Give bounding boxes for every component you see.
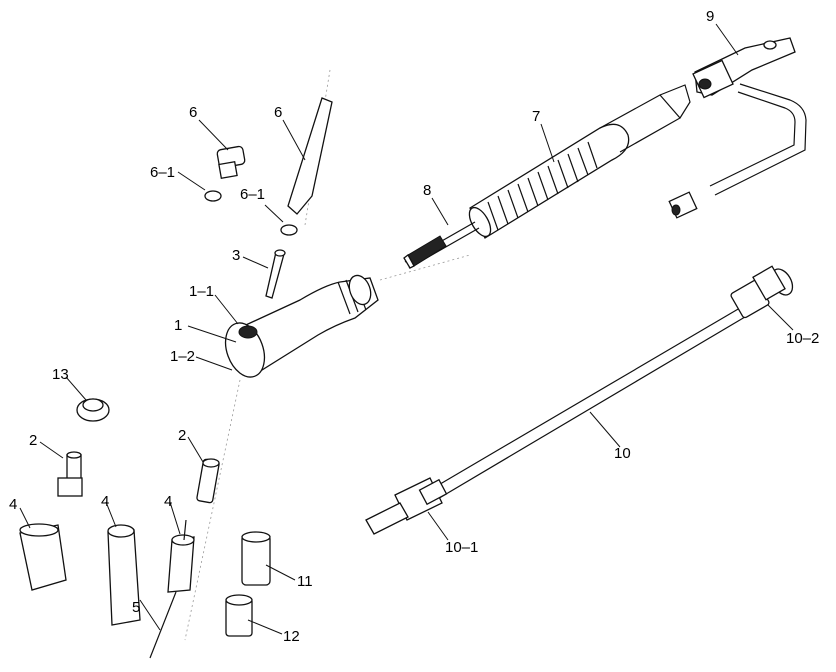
- part-10-1-plug: [365, 477, 448, 535]
- part-1-torch-body: [224, 274, 379, 378]
- part-6-cap-long: [280, 97, 333, 236]
- label-7: 7: [532, 108, 540, 125]
- axis-line-mid: [379, 254, 471, 281]
- axis-line-lower: [184, 379, 241, 641]
- hose-spring-coils: [487, 141, 598, 231]
- part-4-nozzle-electrode: [149, 519, 195, 659]
- label-1: 1: [174, 317, 182, 334]
- part-11-insulator: [241, 531, 271, 586]
- label-10-2: 10–2: [786, 330, 819, 347]
- part-13-cap: [76, 398, 110, 422]
- label-1-1: 1–1: [189, 283, 214, 300]
- label-5: 5: [132, 599, 140, 616]
- label-6-short: 6: [189, 104, 197, 121]
- label-6-1-right: 6–1: [240, 186, 265, 203]
- part-4-nozzle-long: [107, 524, 141, 626]
- label-10-1: 10–1: [445, 539, 478, 556]
- label-6-long: 6: [274, 104, 282, 121]
- label-3: 3: [232, 247, 240, 264]
- part-2-collet-body-left: [57, 451, 83, 497]
- label-10: 10: [614, 445, 631, 462]
- part-10-2-connector: [730, 265, 794, 319]
- part-6-cap-short: [204, 145, 246, 202]
- label-11: 11: [297, 573, 313, 590]
- label-4-mid: 4: [101, 493, 109, 510]
- label-8: 8: [423, 182, 431, 199]
- label-13: 13: [52, 366, 69, 383]
- label-9: 9: [706, 8, 714, 25]
- leader-lines: [19, 23, 794, 635]
- part-10-cable: [365, 265, 794, 535]
- label-2-left: 2: [29, 432, 37, 449]
- label-2-mid: 2: [178, 427, 186, 444]
- label-4-right: 4: [164, 493, 172, 510]
- part-12-sleeve: [225, 594, 253, 637]
- label-12: 12: [283, 628, 300, 645]
- part-9-fitting: [668, 37, 807, 219]
- part-7-hose: [468, 84, 691, 239]
- label-1-2: 1–2: [170, 348, 195, 365]
- part-3-collet: [265, 249, 286, 299]
- part-8-rod: [403, 221, 480, 269]
- label-4-left: 4: [9, 496, 17, 513]
- part-2-collet-body-mid: [196, 458, 220, 504]
- part-labels: 9 7 8 6 6 6–1 6–1 3 1–1 1 1–2 10–2 10 10…: [9, 8, 819, 645]
- label-6-1-left: 6–1: [150, 164, 175, 181]
- part-4-nozzle-short: [19, 523, 67, 591]
